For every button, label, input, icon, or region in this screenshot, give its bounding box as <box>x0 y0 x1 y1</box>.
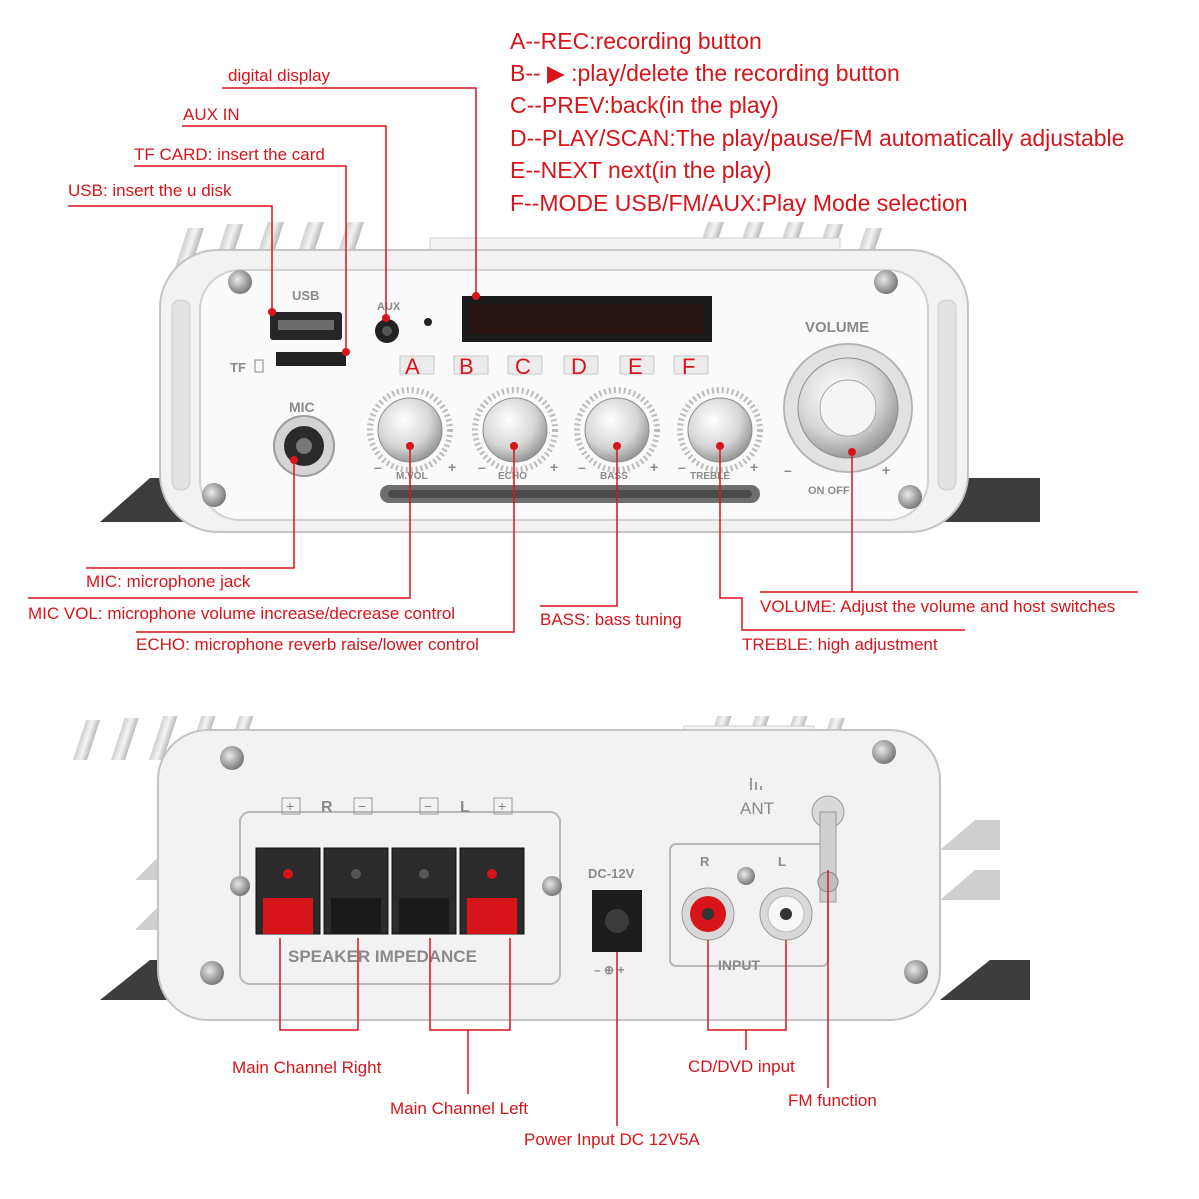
button-f-label: F <box>682 354 695 379</box>
tf-panel-label: TF <box>230 360 246 375</box>
knob-mvol-label: M.VOL <box>396 471 428 482</box>
speaker-terminal-frame <box>239 811 561 985</box>
mic-panel-label: MIC <box>289 399 315 415</box>
knob-echo-label: ECHO <box>498 471 527 482</box>
plus-sign: + <box>882 462 890 478</box>
usb-panel-label: USB <box>292 288 319 303</box>
legend-line-a: A--REC:recording button <box>510 28 762 54</box>
callout-digital-display: digital display <box>228 66 331 85</box>
speaker-terminals <box>255 847 525 935</box>
screw-icon <box>228 270 252 294</box>
button-c-label: C <box>515 354 531 379</box>
screw-icon <box>904 960 928 984</box>
callout-power-input: Power Input DC 12V5A <box>524 1130 700 1149</box>
screw-icon <box>872 740 896 764</box>
legend-line-b: B-- ▶ :play/delete the recording button <box>510 60 900 86</box>
legend-line-e: E--NEXT next(in the play) <box>510 157 772 183</box>
screw-icon <box>898 485 922 509</box>
screw-icon <box>200 961 224 985</box>
callout-treble: TREBLE: high adjustment <box>742 635 938 654</box>
callout-aux-in: AUX IN <box>183 105 240 124</box>
rca-r-label: R <box>700 854 710 869</box>
minus-sign: – <box>478 459 486 475</box>
minus-sign: – <box>374 459 382 475</box>
speaker-impedance-label: SPEAKER IMPEDANCE <box>288 947 477 966</box>
speaker-l-label: L <box>460 799 470 816</box>
svg-text:−: − <box>424 798 432 814</box>
callout-cd-dvd-input: CD/DVD input <box>688 1057 795 1076</box>
screw-icon <box>737 867 755 885</box>
button-e-label: E <box>628 354 643 379</box>
callout-usb: USB: insert the u disk <box>68 181 232 200</box>
svg-text:+: + <box>498 798 506 814</box>
back-callout-lines <box>279 870 829 1126</box>
button-a-label: A <box>405 354 420 379</box>
callout-bass: BASS: bass tuning <box>540 610 682 629</box>
rca-l-label: L <box>778 854 786 869</box>
minus-sign: – <box>678 459 686 475</box>
callout-volume: VOLUME: Adjust the volume and host switc… <box>760 597 1116 616</box>
button-b-label: B <box>459 354 474 379</box>
function-buttons: A B C D E F <box>399 354 709 379</box>
callout-main-channel-left: Main Channel Left <box>390 1099 528 1118</box>
on-off-label: ON OFF <box>808 485 850 497</box>
screw-icon <box>874 270 898 294</box>
ir-led <box>424 318 432 326</box>
knob-echo <box>472 387 558 473</box>
callout-mic-vol: MIC VOL: microphone volume increase/decr… <box>28 604 456 623</box>
svg-text:+: + <box>286 798 294 814</box>
screw-icon <box>202 483 226 507</box>
callout-echo: ECHO: microphone reverb raise/lower cont… <box>136 635 479 654</box>
input-panel-label: INPUT <box>718 957 760 973</box>
knob-bass-label: BASS <box>600 471 628 482</box>
svg-text:−: − <box>358 798 366 814</box>
speaker-r-label: R <box>321 799 333 816</box>
minus-sign: – <box>784 462 792 478</box>
front-callout-lines <box>28 87 1138 633</box>
screw-icon <box>220 746 244 770</box>
antenna-icon <box>750 778 752 790</box>
screw-icon <box>230 876 250 896</box>
back-right-foot <box>940 960 1030 1000</box>
callout-tf-card: TF CARD: insert the card <box>134 145 325 164</box>
legend-line-f: F--MODE USB/FM/AUX:Play Mode selection <box>510 190 968 216</box>
dc-panel-label: DC-12V <box>588 866 635 881</box>
minus-sign: – <box>578 459 586 475</box>
polarity-label: – ⊕ + <box>594 963 624 977</box>
screw-icon <box>542 876 562 896</box>
plus-sign: + <box>448 459 456 475</box>
callout-mic: MIC: microphone jack <box>86 572 251 591</box>
knob-treble-label: TREBLE <box>690 471 730 482</box>
callout-fm-function: FM function <box>788 1091 877 1110</box>
ant-panel-label: ANT <box>740 799 774 818</box>
plus-sign: + <box>650 459 658 475</box>
volume-panel-label: VOLUME <box>805 319 869 336</box>
plus-sign: + <box>550 459 558 475</box>
plus-sign: + <box>750 459 758 475</box>
button-d-label: D <box>571 354 587 379</box>
legend-line-c: C--PREV:back(in the play) <box>510 92 779 118</box>
callout-main-channel-right: Main Channel Right <box>232 1058 382 1077</box>
legend-line-d: D--PLAY/SCAN:The play/pause/FM automatic… <box>510 125 1125 151</box>
tf-card-slot <box>276 352 346 366</box>
aux-panel-label: AUX <box>377 301 401 313</box>
